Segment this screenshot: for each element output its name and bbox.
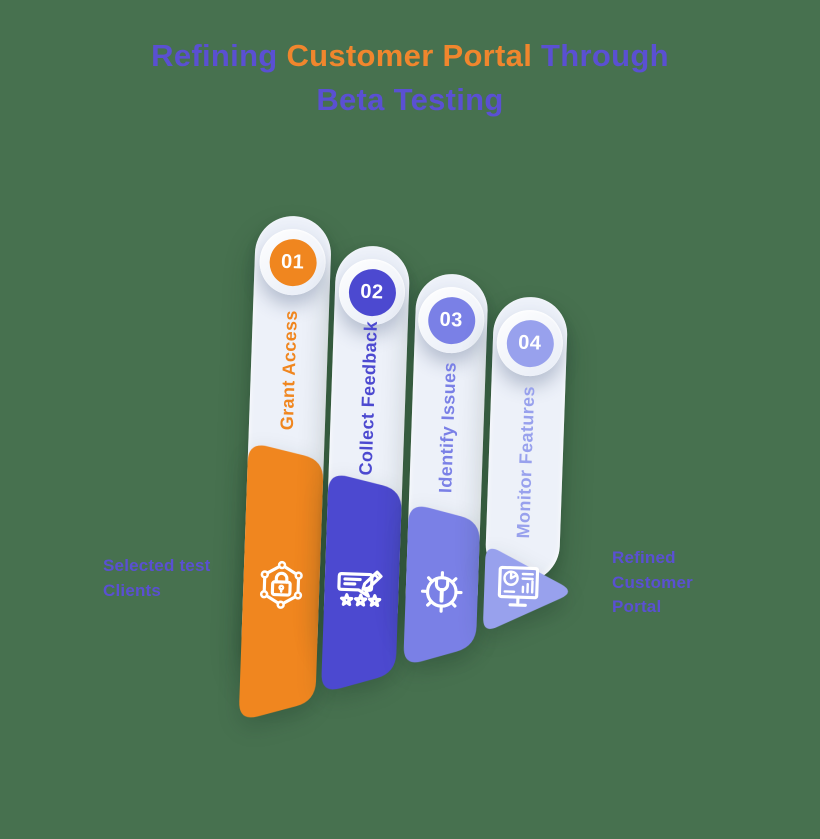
title-segment: Beta Testing: [316, 82, 504, 118]
step-title: Grant Access: [276, 309, 301, 431]
monitor-analytics-icon: [489, 559, 547, 617]
step-number: 04: [505, 318, 555, 368]
title-segment: Customer Portal: [286, 38, 533, 73]
pill-colored-shape: [403, 506, 480, 663]
step-number: 01: [268, 237, 317, 287]
secure-access-icon: [252, 556, 310, 614]
title-segment: Refining: [151, 38, 287, 73]
pill-colored-shape: [321, 475, 402, 690]
step-title: Collect Feedback: [355, 320, 381, 477]
step-title: Monitor Features: [512, 385, 538, 539]
label-selected-test-clients: Selected test Clients: [103, 556, 211, 600]
step-pill-collect-feedback: 02 Collect Feedback: [320, 244, 411, 717]
step-title: Identify Issues: [434, 362, 460, 494]
gear-wrench-icon: [413, 563, 471, 621]
feedback-rating-icon: [333, 560, 391, 618]
step-pill-grant-access: 01 Grant Access: [238, 214, 333, 737]
step-pill-monitor-features: 04 Monitor Features: [481, 295, 569, 688]
step-number: 02: [347, 267, 397, 317]
step-number: 03: [426, 295, 476, 345]
step-pill-identify-issues: 03 Identify Issues: [402, 272, 489, 695]
title-segment: Through: [532, 38, 669, 73]
label-refined-customer-portal: Refined Customer Portal: [612, 548, 693, 617]
